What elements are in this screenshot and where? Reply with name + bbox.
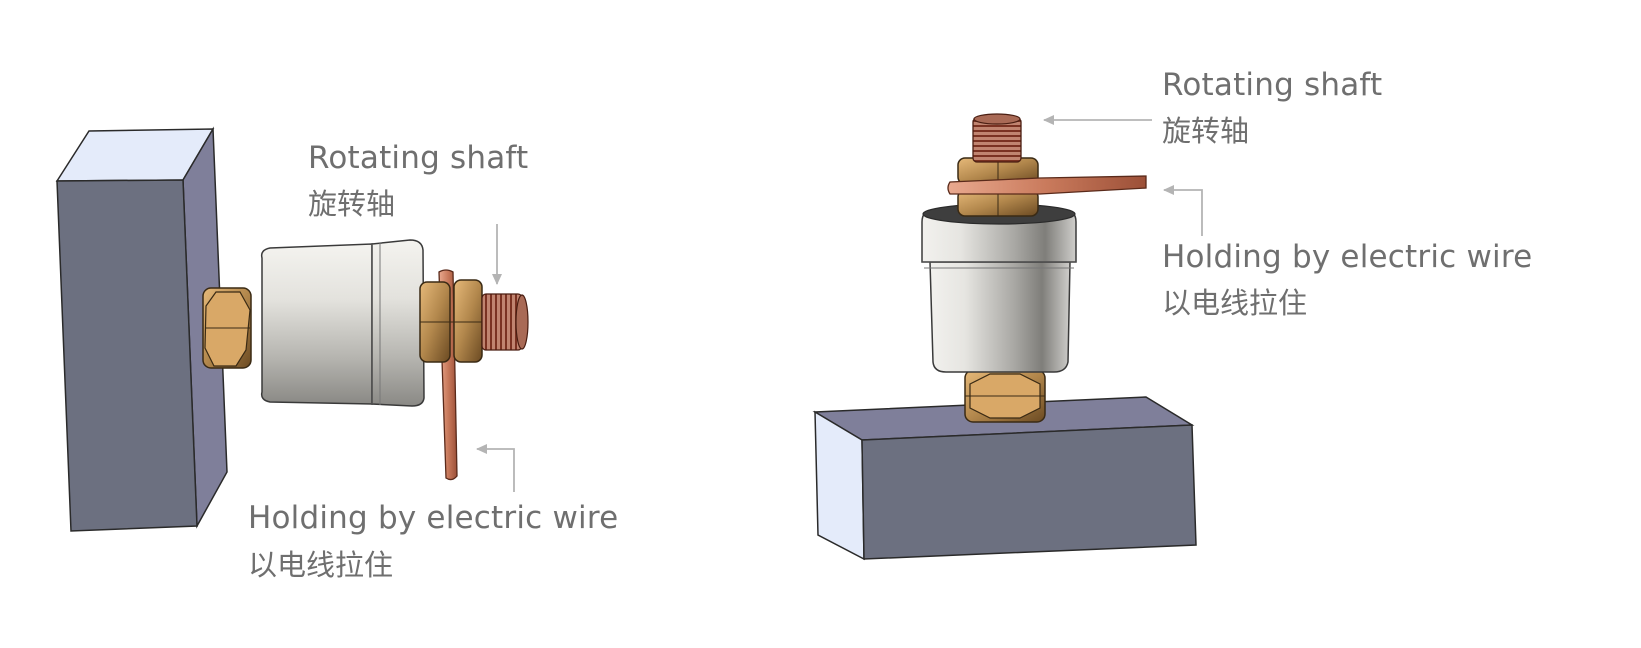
left-mounting-block [55,126,228,532]
right-wire-label-zh: 以电线拉住 [1162,286,1307,320]
left-wire-label-en: Holding by electric wire [248,500,618,536]
right-shaft-label-en: Rotating shaft [1162,67,1382,103]
right-wire-label-en: Holding by electric wire [1162,239,1532,275]
right-rotating-shaft [972,113,1022,163]
left-wire-arrow [476,444,515,492]
right-assembly [812,113,1197,561]
right-block-front [861,424,1197,560]
left-rotating-shaft [481,293,529,351]
left-block-front [56,179,198,532]
left-wire-label-zh: 以电线拉住 [248,548,393,582]
right-copper-wire [947,175,1147,195]
right-cylinder-body [921,203,1077,373]
left-assembly [55,126,529,532]
right-wire-arrow [1163,185,1203,236]
left-shaft-label-en: Rotating shaft [308,140,528,176]
right-base-nut [964,369,1046,423]
left-cylinder-body [260,239,425,407]
left-wall-nut [202,287,252,369]
right-shaft-label-zh: 旋转轴 [1162,114,1249,148]
left-shaft-label-zh: 旋转轴 [308,187,395,221]
left-shaft-nut [419,279,483,363]
